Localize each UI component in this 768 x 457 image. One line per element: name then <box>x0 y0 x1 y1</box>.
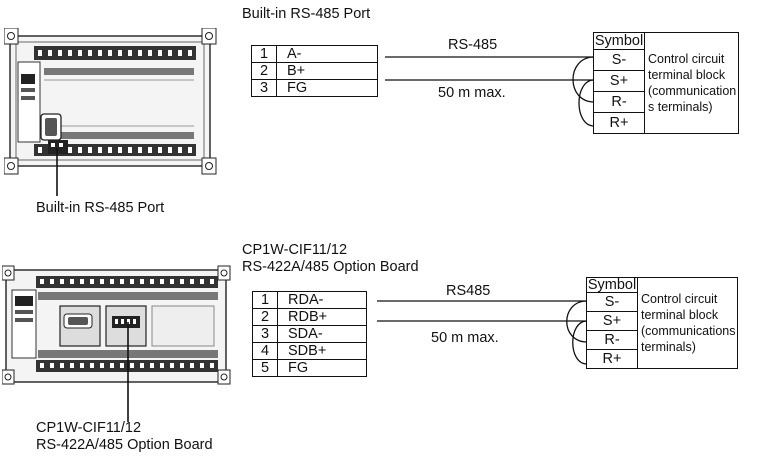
bottom-device-caption-line1: CP1W-CIF11/12 <box>36 420 142 436</box>
table-row: 5 FG <box>252 359 367 377</box>
bottom-board-title-line2: RS-422A/485 Option Board <box>242 259 419 275</box>
terminal-description: Control circuit terminal block (communic… <box>643 32 740 134</box>
bottom-board-title-line1: CP1W-CIF11/12 <box>242 242 348 258</box>
terminal-desc-line: terminals) <box>641 340 696 354</box>
terminal-desc-line: terminal block <box>648 68 726 82</box>
pin-signal: B+ <box>276 62 378 80</box>
pin-signal: SDA- <box>277 325 367 343</box>
pin-signal: RDA- <box>277 291 367 309</box>
bottom-terminal-table: Symbol Control circuit terminal block (c… <box>586 277 739 369</box>
terminal-desc-line: Control circuit <box>648 52 725 66</box>
terminal-desc-line: (communications <box>641 324 736 338</box>
terminal-desc-line: terminal block <box>641 308 719 322</box>
pin-signal: A- <box>276 45 378 63</box>
top-bus-label: RS-485 <box>448 37 498 53</box>
table-row: R+ <box>586 349 738 369</box>
pin-signal: FG <box>277 359 367 377</box>
table-row: 2 B+ <box>251 62 378 80</box>
plc-unit-bottom-image <box>2 265 231 385</box>
top-terminal-table: Symbol Control circuit terminal block (c… <box>593 32 740 134</box>
top-port-title: Built-in RS-485 Port <box>242 6 371 22</box>
table-row: 3 FG <box>251 79 378 97</box>
top-device-caption: Built-in RS-485 Port <box>36 200 165 216</box>
table-row: 3 SDA- <box>252 325 367 343</box>
symbol-cell: R+ <box>586 349 638 369</box>
bottom-pin-table: 1 RDA- 2 RDB+ 3 SDA- 4 SDB+ 5 FG <box>252 291 367 377</box>
table-row: Symbol Control circuit terminal block (c… <box>593 32 740 134</box>
table-row: R+ <box>593 112 739 134</box>
bottom-device-caption-line2: RS-422A/485 Option Board <box>36 437 213 453</box>
table-row: Symbol Control circuit terminal block (c… <box>586 277 739 369</box>
terminal-description: Control circuit terminal block (communic… <box>636 277 739 369</box>
bottom-bus-label: RS485 <box>446 283 491 299</box>
symbol-cell: R+ <box>593 112 645 134</box>
terminal-desc-line: s terminals) <box>648 100 713 114</box>
bottom-distance-label: 50 m max. <box>431 330 499 346</box>
plc-unit-top-image <box>4 28 217 175</box>
pin-signal: FG <box>276 79 378 97</box>
table-row: 1 A- <box>251 45 378 63</box>
table-row: S+ <box>586 311 738 331</box>
terminal-desc-line: (communication <box>648 84 737 98</box>
symbol-cell: S+ <box>586 311 638 331</box>
table-row: 1 RDA- <box>252 291 367 309</box>
terminal-desc-line: Control circuit <box>641 292 718 306</box>
top-pin-table: 1 A- 2 B+ 3 FG <box>251 45 378 97</box>
top-distance-label: 50 m max. <box>438 85 506 101</box>
